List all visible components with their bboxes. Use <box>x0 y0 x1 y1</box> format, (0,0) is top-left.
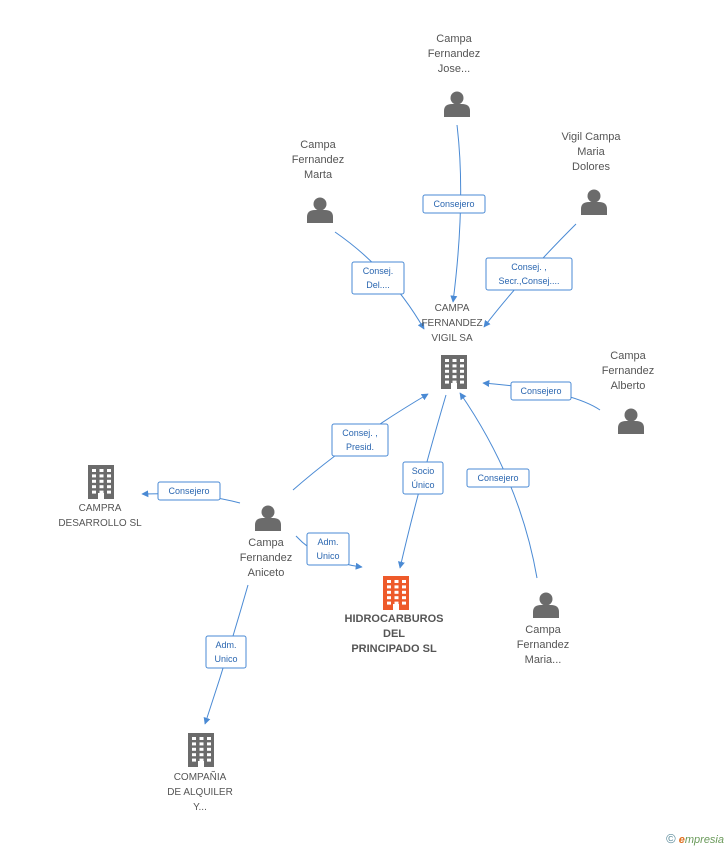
node-label: Campa <box>436 33 472 45</box>
node-label: Fernandez <box>292 154 345 166</box>
node-label: Aniceto <box>248 567 285 579</box>
footer-brand: ©empresia <box>666 831 724 846</box>
edge-label-text: Consejero <box>520 386 561 396</box>
node-hidro[interactable]: HIDROCARBUROS DEL PRINCIPADO SL <box>345 576 444 655</box>
node-label: PRINCIPADO SL <box>351 643 437 655</box>
node-label: DE ALQUILER <box>167 787 233 798</box>
node-label: Alberto <box>611 380 646 392</box>
edge-label-text: Consejero <box>477 473 518 483</box>
edge-label-text: Socio <box>412 466 435 476</box>
node-label: Campa <box>610 350 646 362</box>
node-label: COMPAÑIA <box>174 770 227 783</box>
edge-label-box[interactable] <box>466 468 530 488</box>
edge-alberto-cfvsa: Consejero <box>482 380 601 411</box>
node-maria[interactable]: CampaFernandezMaria... <box>517 592 570 667</box>
node-label: CAMPA <box>435 303 470 314</box>
person-icon <box>533 592 559 618</box>
node-label: DEL <box>383 628 405 640</box>
edge-label-text: Consej. , <box>342 428 378 438</box>
edge-aniceto-campra: Consejero <box>141 481 241 504</box>
edge-label-text: Unico <box>316 551 339 561</box>
edge-label-box[interactable] <box>205 635 247 669</box>
node-jose[interactable]: CampaFernandezJose... <box>428 33 481 117</box>
edge-label-box[interactable] <box>306 532 350 566</box>
node-label: Dolores <box>572 161 610 173</box>
building-icon <box>88 465 114 499</box>
building-icon <box>383 576 409 610</box>
node-label: Jose... <box>438 63 470 75</box>
edge-aniceto-compania: Adm. Unico <box>203 584 249 725</box>
edge-label-box[interactable] <box>331 423 389 457</box>
person-icon <box>255 505 281 531</box>
edge-vigil-cfvsa: Consej. , Secr.,Consej.... <box>483 223 577 328</box>
node-label: Campa <box>300 139 336 151</box>
building-icon <box>441 355 467 389</box>
edge-label-box[interactable] <box>351 261 405 295</box>
edge-aniceto-hidro: Adm. Unico <box>295 532 363 570</box>
nodes-layer: CampaFernandezJose...CampaFernandezMarta… <box>58 33 654 813</box>
edge-label-box[interactable] <box>422 194 486 214</box>
node-label: HIDROCARBUROS <box>345 613 444 625</box>
node-label: DESARROLLO SL <box>58 518 142 529</box>
node-label: Y... <box>193 802 207 813</box>
edge-label-text: Consejero <box>433 199 474 209</box>
person-icon <box>581 189 607 215</box>
node-label: Fernandez <box>428 48 481 60</box>
node-label: Maria <box>577 146 605 158</box>
node-label: Fernandez <box>517 639 570 651</box>
edge-label-box[interactable] <box>402 461 444 495</box>
node-label: Maria... <box>525 654 562 666</box>
edge-aniceto-cfvsa: Consej. , Presid. <box>292 393 429 491</box>
node-label: Campa <box>525 624 561 636</box>
edge-label-text: Unico <box>214 654 237 664</box>
node-label: Campa <box>248 537 284 549</box>
edge-label-box[interactable] <box>510 381 572 401</box>
person-icon <box>444 91 470 117</box>
edge-marta-cfvsa: Consej. Del.... <box>334 231 425 330</box>
copyright-symbol: © <box>666 831 676 846</box>
edge-jose-cfvsa: Consejero <box>422 124 486 303</box>
edge-label-text: Consej. , <box>511 262 547 272</box>
node-label: Marta <box>304 169 333 181</box>
node-campra[interactable]: CAMPRA DESARROLLO SL <box>58 465 142 529</box>
edge-label-text: Adm. <box>215 640 236 650</box>
node-label: Fernandez <box>602 365 655 377</box>
node-label: FERNANDEZ <box>421 318 482 329</box>
edge-label-box[interactable] <box>157 481 221 501</box>
edge-label-text: Del.... <box>366 280 390 290</box>
person-icon <box>618 408 644 434</box>
brand-logo-e: e <box>678 834 685 846</box>
edge-maria-cfvsa: Consejero <box>459 392 538 579</box>
edge-label-text: Único <box>411 480 434 490</box>
node-compania[interactable]: COMPAÑIA DE ALQUILER Y... <box>167 733 233 813</box>
person-icon <box>307 197 333 223</box>
edge-label-text: Adm. <box>317 537 338 547</box>
brand-logo-text: mpresia <box>684 834 724 846</box>
edge-label-text: Consej. <box>363 266 394 276</box>
edge-label-box[interactable] <box>485 257 573 291</box>
node-label: CAMPRA <box>79 503 122 514</box>
node-label: Fernandez <box>240 552 293 564</box>
node-cfvsa[interactable]: CAMPA FERNANDEZ VIGIL SA <box>421 303 483 389</box>
edge-label-text: Presid. <box>346 442 374 452</box>
edge-label-text: Consejero <box>168 486 209 496</box>
edge-label-text: Secr.,Consej.... <box>498 276 559 286</box>
node-label: VIGIL SA <box>431 333 473 344</box>
building-icon <box>188 733 214 767</box>
node-label: Vigil Campa <box>561 131 621 143</box>
